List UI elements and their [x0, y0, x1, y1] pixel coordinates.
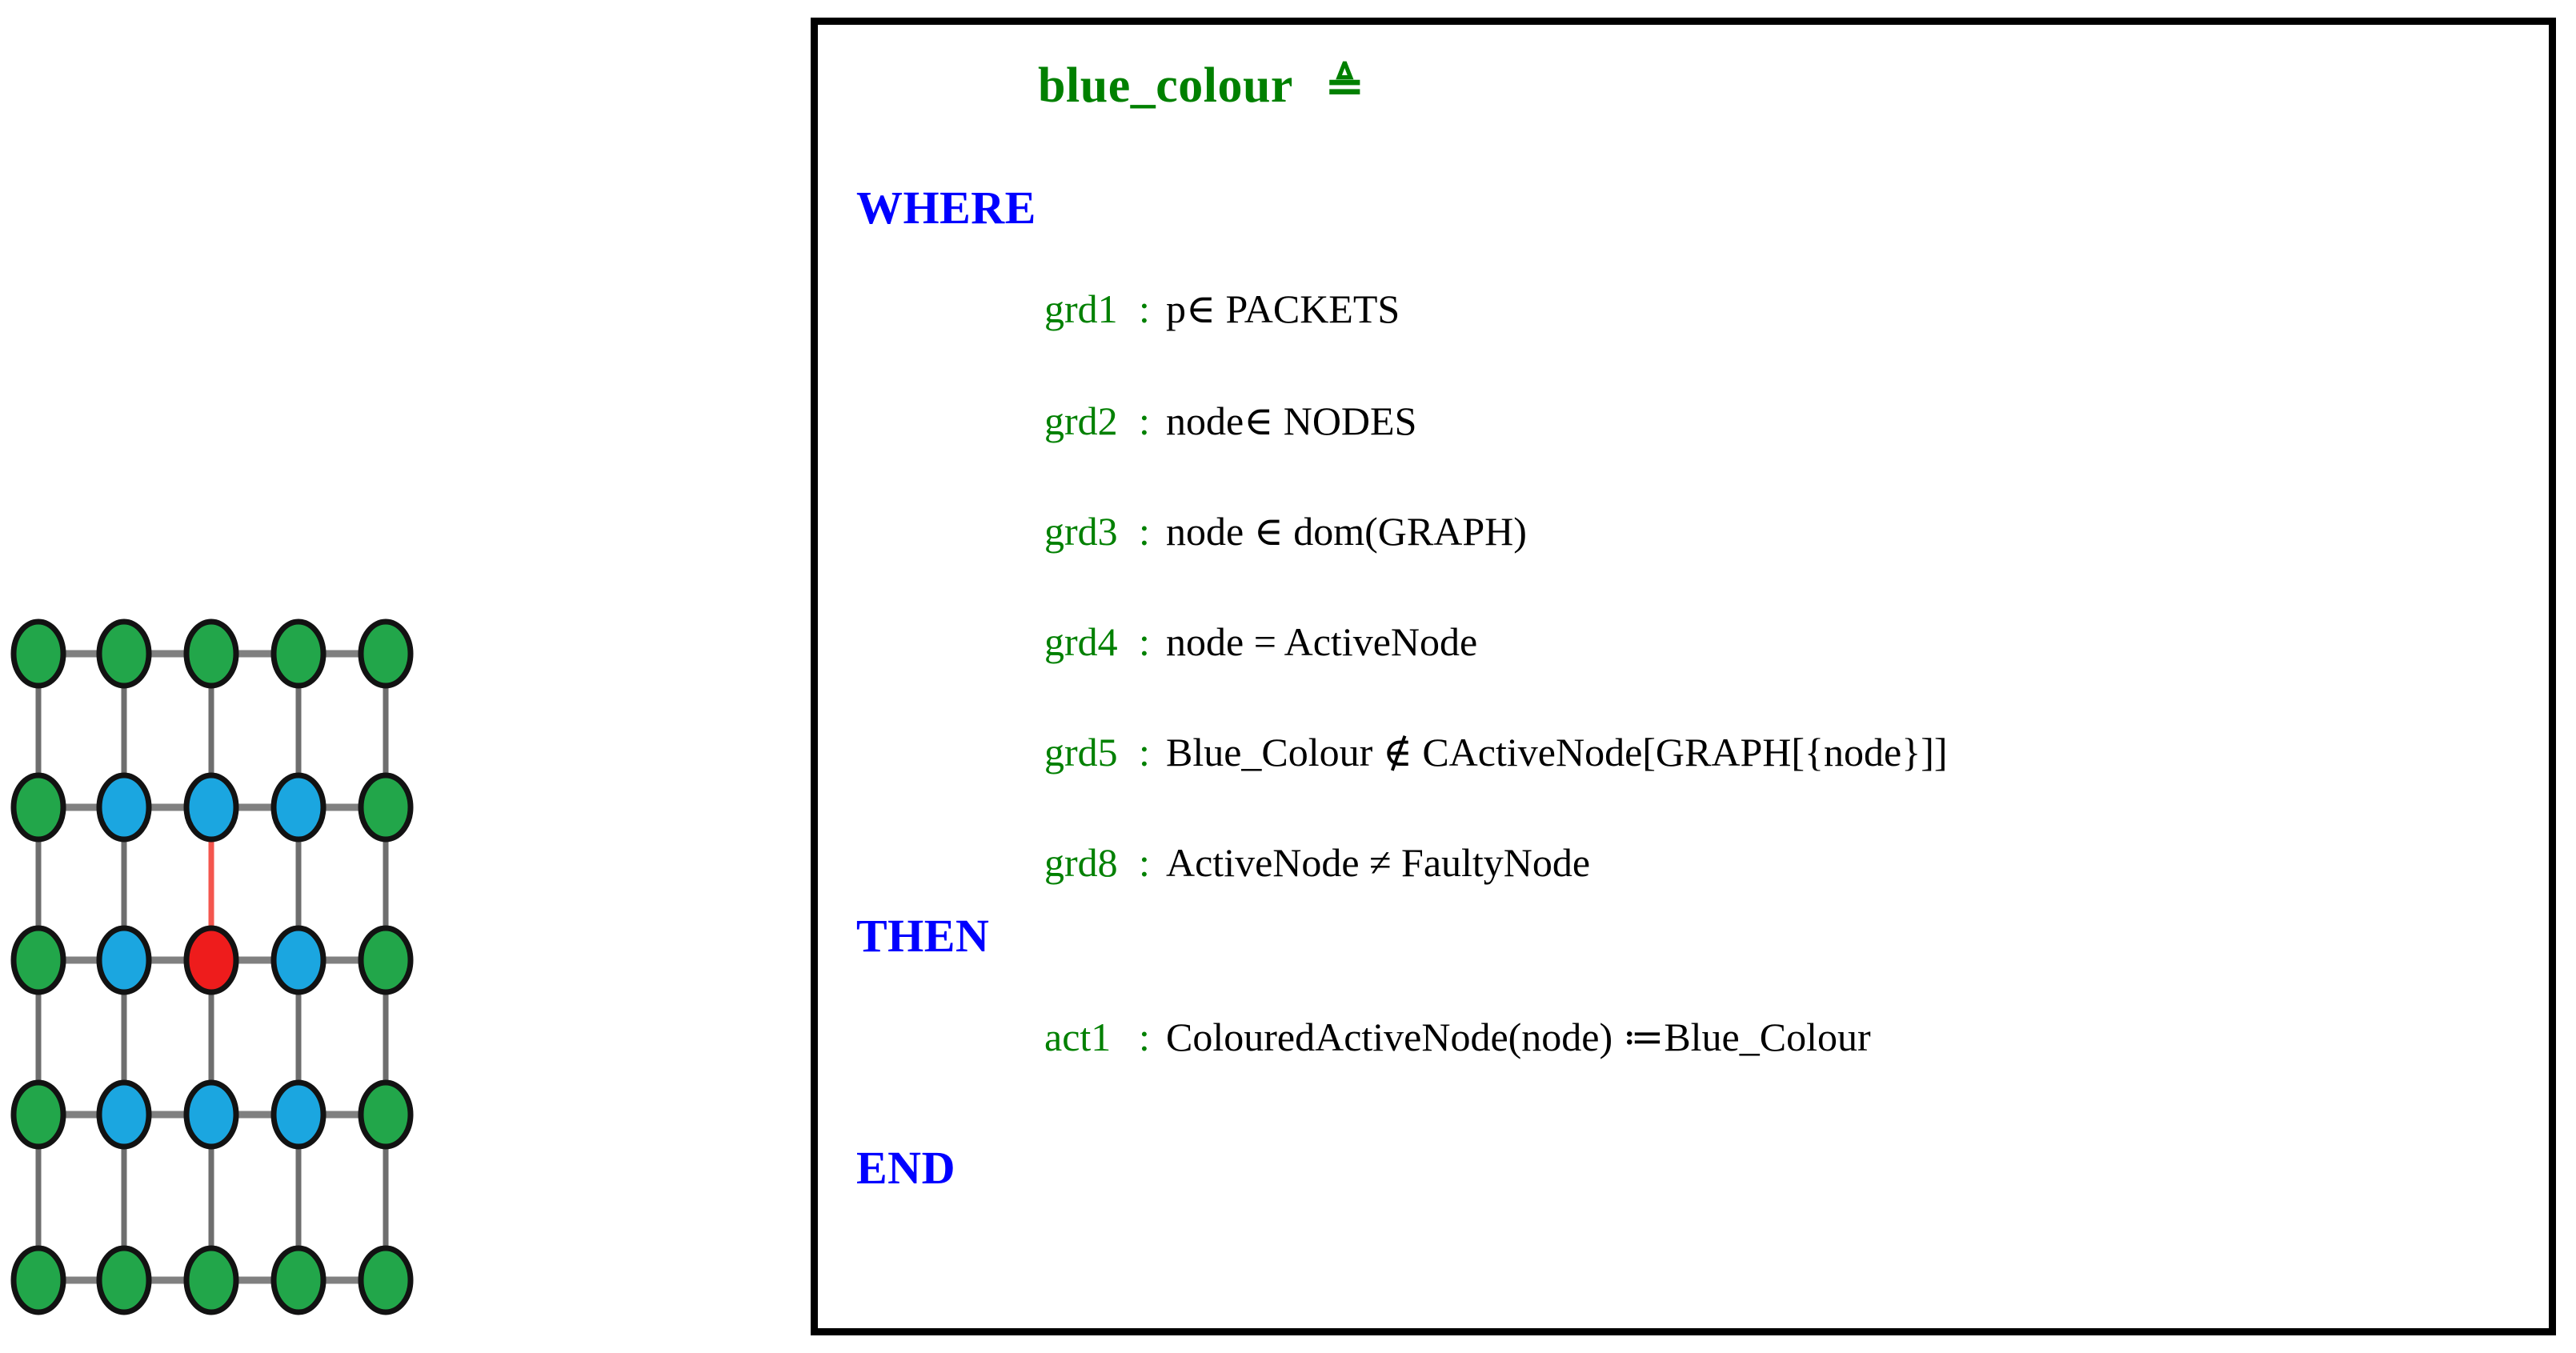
guard-colon-grd3: :	[1139, 509, 1150, 554]
guard-label-grd8: grd8	[1044, 840, 1118, 885]
guard-expr-grd2: node∈ NODES	[1166, 398, 1417, 443]
action-colon-act1: :	[1139, 1015, 1150, 1059]
guard-label-grd3: grd3	[1044, 509, 1118, 554]
mesh-graph-svg	[10, 618, 414, 1315]
mesh-node-blue[interactable]	[96, 772, 152, 843]
mesh-node-layer	[10, 618, 414, 1315]
action-row-act1: act1: ColouredActiveNode(node) ≔Blue_Colo…	[1044, 1017, 1871, 1057]
mesh-node-green[interactable]	[10, 925, 66, 995]
mesh-node-blue[interactable]	[96, 925, 152, 995]
mesh-node-green[interactable]	[10, 772, 66, 843]
mesh-graph-panel	[0, 0, 800, 1353]
mesh-node-green[interactable]	[96, 618, 152, 689]
mesh-node-green[interactable]	[96, 1245, 152, 1315]
mesh-node-green[interactable]	[358, 1245, 414, 1315]
guard-row-grd4: grd4: node = ActiveNode	[1044, 622, 1477, 662]
guard-colon-grd2: :	[1139, 398, 1150, 443]
guard-row-grd1: grd1: p∈ PACKETS	[1044, 289, 1400, 329]
guard-row-grd2: grd2: node∈ NODES	[1044, 401, 1416, 441]
mesh-node-green[interactable]	[183, 1245, 239, 1315]
definition-symbol: ≜	[1324, 60, 1365, 112]
mesh-node-blue[interactable]	[270, 772, 327, 843]
mesh-node-green[interactable]	[358, 772, 414, 843]
mesh-node-green[interactable]	[270, 1245, 327, 1315]
guard-expr-grd3: node ∈ dom(GRAPH)	[1166, 509, 1527, 554]
mesh-node-green[interactable]	[10, 618, 66, 689]
keyword-then: THEN	[856, 910, 990, 962]
mesh-node-blue[interactable]	[183, 772, 239, 843]
mesh-edge-layer	[35, 650, 389, 1284]
mesh-node-green[interactable]	[358, 618, 414, 689]
guard-expr-grd8: ActiveNode ≠ FaultyNode	[1166, 840, 1591, 885]
guard-label-grd4: grd4	[1044, 619, 1118, 664]
mesh-node-blue[interactable]	[270, 925, 327, 995]
mesh-node-green[interactable]	[358, 925, 414, 995]
guard-colon-grd5: :	[1139, 730, 1150, 775]
mesh-node-green[interactable]	[10, 1079, 66, 1150]
mesh-node-blue[interactable]	[183, 1079, 239, 1150]
event-title: blue_colour ≜	[1038, 61, 1364, 110]
action-expr-act1: ColouredActiveNode(node) ≔Blue_Colour	[1166, 1015, 1871, 1059]
action-label-act1: act1	[1044, 1015, 1112, 1059]
guard-colon-grd1: :	[1139, 286, 1150, 331]
mesh-node-blue[interactable]	[96, 1079, 152, 1150]
mesh-node-green[interactable]	[10, 1245, 66, 1315]
mesh-node-blue[interactable]	[270, 1079, 327, 1150]
guard-expr-grd5: Blue_Colour ∉ CActiveNode[GRAPH[{node}]]	[1166, 730, 1948, 775]
mesh-node-green[interactable]	[270, 618, 327, 689]
guard-expr-grd1: p∈ PACKETS	[1166, 286, 1400, 331]
guard-label-grd1: grd1	[1044, 286, 1118, 331]
guard-colon-grd8: :	[1139, 840, 1150, 885]
guard-expr-grd4: node = ActiveNode	[1166, 619, 1478, 664]
guard-row-grd8: grd8: ActiveNode ≠ FaultyNode	[1044, 843, 1590, 883]
guard-row-grd3: grd3: node ∈ dom(GRAPH)	[1044, 511, 1527, 551]
guard-label-grd5: grd5	[1044, 730, 1118, 775]
event-definition-box: blue_colour ≜ WHERE grd1: p∈ PACKETS grd2:…	[811, 18, 2556, 1335]
mesh-node-green[interactable]	[183, 618, 239, 689]
guard-colon-grd4: :	[1139, 619, 1150, 664]
keyword-end: END	[856, 1142, 955, 1194]
mesh-node-green[interactable]	[358, 1079, 414, 1150]
guard-row-grd5: grd5: Blue_Colour ∉ CActiveNode[GRAPH[{no…	[1044, 732, 1948, 772]
keyword-where: WHERE	[856, 182, 1036, 234]
mesh-node-red[interactable]	[183, 925, 239, 995]
guard-label-grd2: grd2	[1044, 398, 1118, 443]
event-name: blue_colour	[1038, 58, 1293, 113]
